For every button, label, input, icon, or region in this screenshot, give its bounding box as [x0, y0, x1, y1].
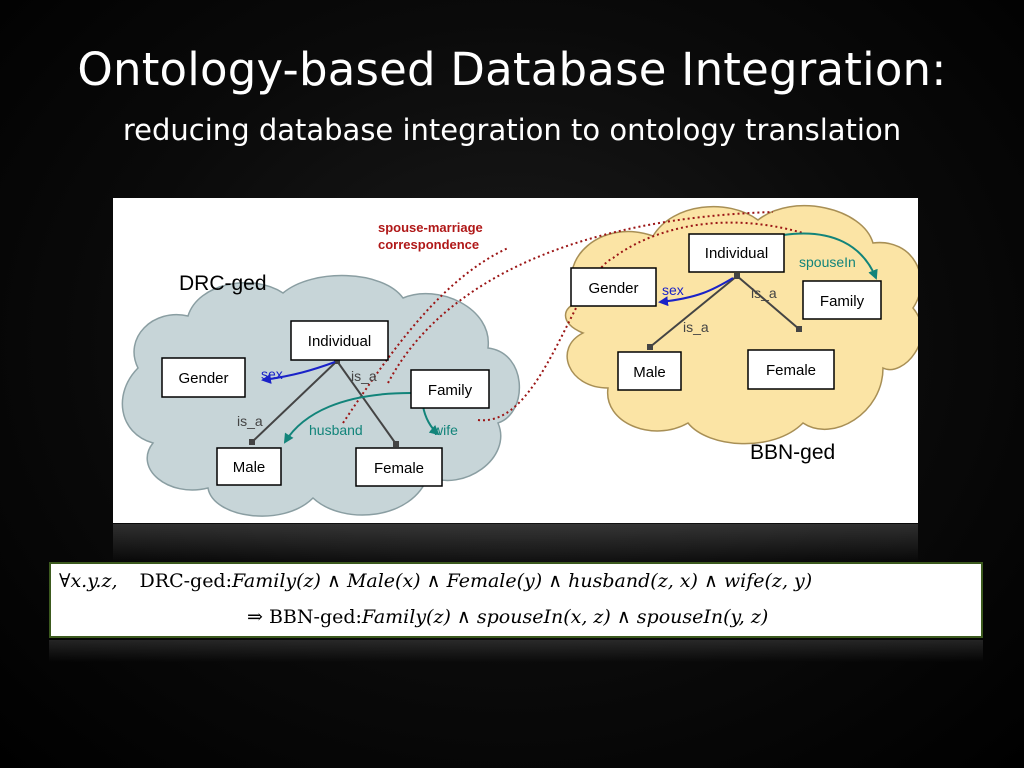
formula-implies: ⇒ — [247, 606, 263, 628]
bbn-node-family: Family — [802, 280, 882, 320]
formula-line-1: ∀x.y.z, DRC-ged:Family(z) ∧ Male(x) ∧ Fem… — [59, 570, 812, 592]
bbn-edges — [647, 232, 878, 350]
svg-text:Family: Family — [428, 382, 473, 399]
correspondence-label-line1: spouse-marriage — [378, 220, 483, 235]
formula-reflection — [49, 640, 983, 662]
formula-drc-expression: Family(z) ∧ Male(x) ∧ Female(y) ∧ husban… — [232, 570, 813, 592]
svg-text:Gender: Gender — [588, 280, 638, 297]
drc-edge-sex: sex — [261, 366, 283, 382]
svg-text:Female: Female — [374, 460, 424, 477]
bbn-edge-spouse-in: spouseIn — [799, 254, 856, 270]
drc-node-female: Female — [355, 447, 443, 487]
svg-text:Male: Male — [633, 364, 666, 381]
formula-drc-prefix: DRC-ged: — [139, 570, 232, 592]
svg-text:Gender: Gender — [178, 370, 228, 387]
drc-node-male: Male — [216, 447, 282, 486]
formula-quantifier: ∀x.y.z, — [59, 570, 118, 592]
diagram-reflection — [113, 524, 918, 562]
drc-node-family: Family — [410, 369, 490, 409]
svg-text:Individual: Individual — [705, 245, 768, 262]
bbn-node-female: Female — [747, 349, 835, 390]
slide-subtitle: reducing database integration to ontolog… — [122, 113, 902, 147]
svg-text:Female: Female — [766, 362, 816, 379]
bbn-edge-is-a-right: is_a — [751, 285, 777, 301]
bbn-node-gender: Gender — [570, 267, 657, 307]
correspondence-lines — [342, 211, 804, 424]
svg-text:Individual: Individual — [308, 333, 371, 350]
drc-edge-husband: husband — [309, 422, 363, 438]
formula-box: ∀x.y.z, DRC-ged:Family(z) ∧ Male(x) ∧ Fem… — [49, 562, 983, 638]
bbn-node-male: Male — [617, 351, 682, 391]
drc-edge-wife: wife — [432, 422, 458, 438]
formula-bbn-expression: Family(z) ∧ spouseIn(x, z) ∧ spouseIn(y,… — [361, 606, 769, 628]
formula-line-2: ⇒ BBN-ged:Family(z) ∧ spouseIn(x, z) ∧ s… — [247, 606, 768, 628]
ontology-diagram: spouse-marriage correspondence sex is_a … — [113, 198, 918, 523]
bbn-edge-sex: sex — [662, 282, 684, 298]
bbn-node-individual: Individual — [688, 233, 785, 273]
formula-bbn-prefix: BBN-ged: — [268, 606, 362, 628]
drc-cloud-label: DRC-ged — [179, 272, 267, 295]
drc-edge-is-a-left: is_a — [237, 413, 263, 429]
diagram-canvas: spouse-marriage correspondence sex is_a … — [121, 205, 918, 517]
drc-edges — [249, 358, 440, 447]
drc-node-individual: Individual — [290, 320, 389, 361]
slide-title: Ontology-based Database Integration: — [77, 43, 947, 96]
bbn-cloud-label: BBN-ged — [750, 441, 835, 464]
correspondence-label-line2: correspondence — [378, 237, 479, 252]
drc-node-gender: Gender — [161, 357, 246, 398]
svg-text:Male: Male — [233, 459, 266, 476]
svg-text:Family: Family — [820, 293, 865, 310]
drc-edge-is-a-right: is_a — [351, 368, 377, 384]
bbn-edge-is-a-left: is_a — [683, 319, 709, 335]
